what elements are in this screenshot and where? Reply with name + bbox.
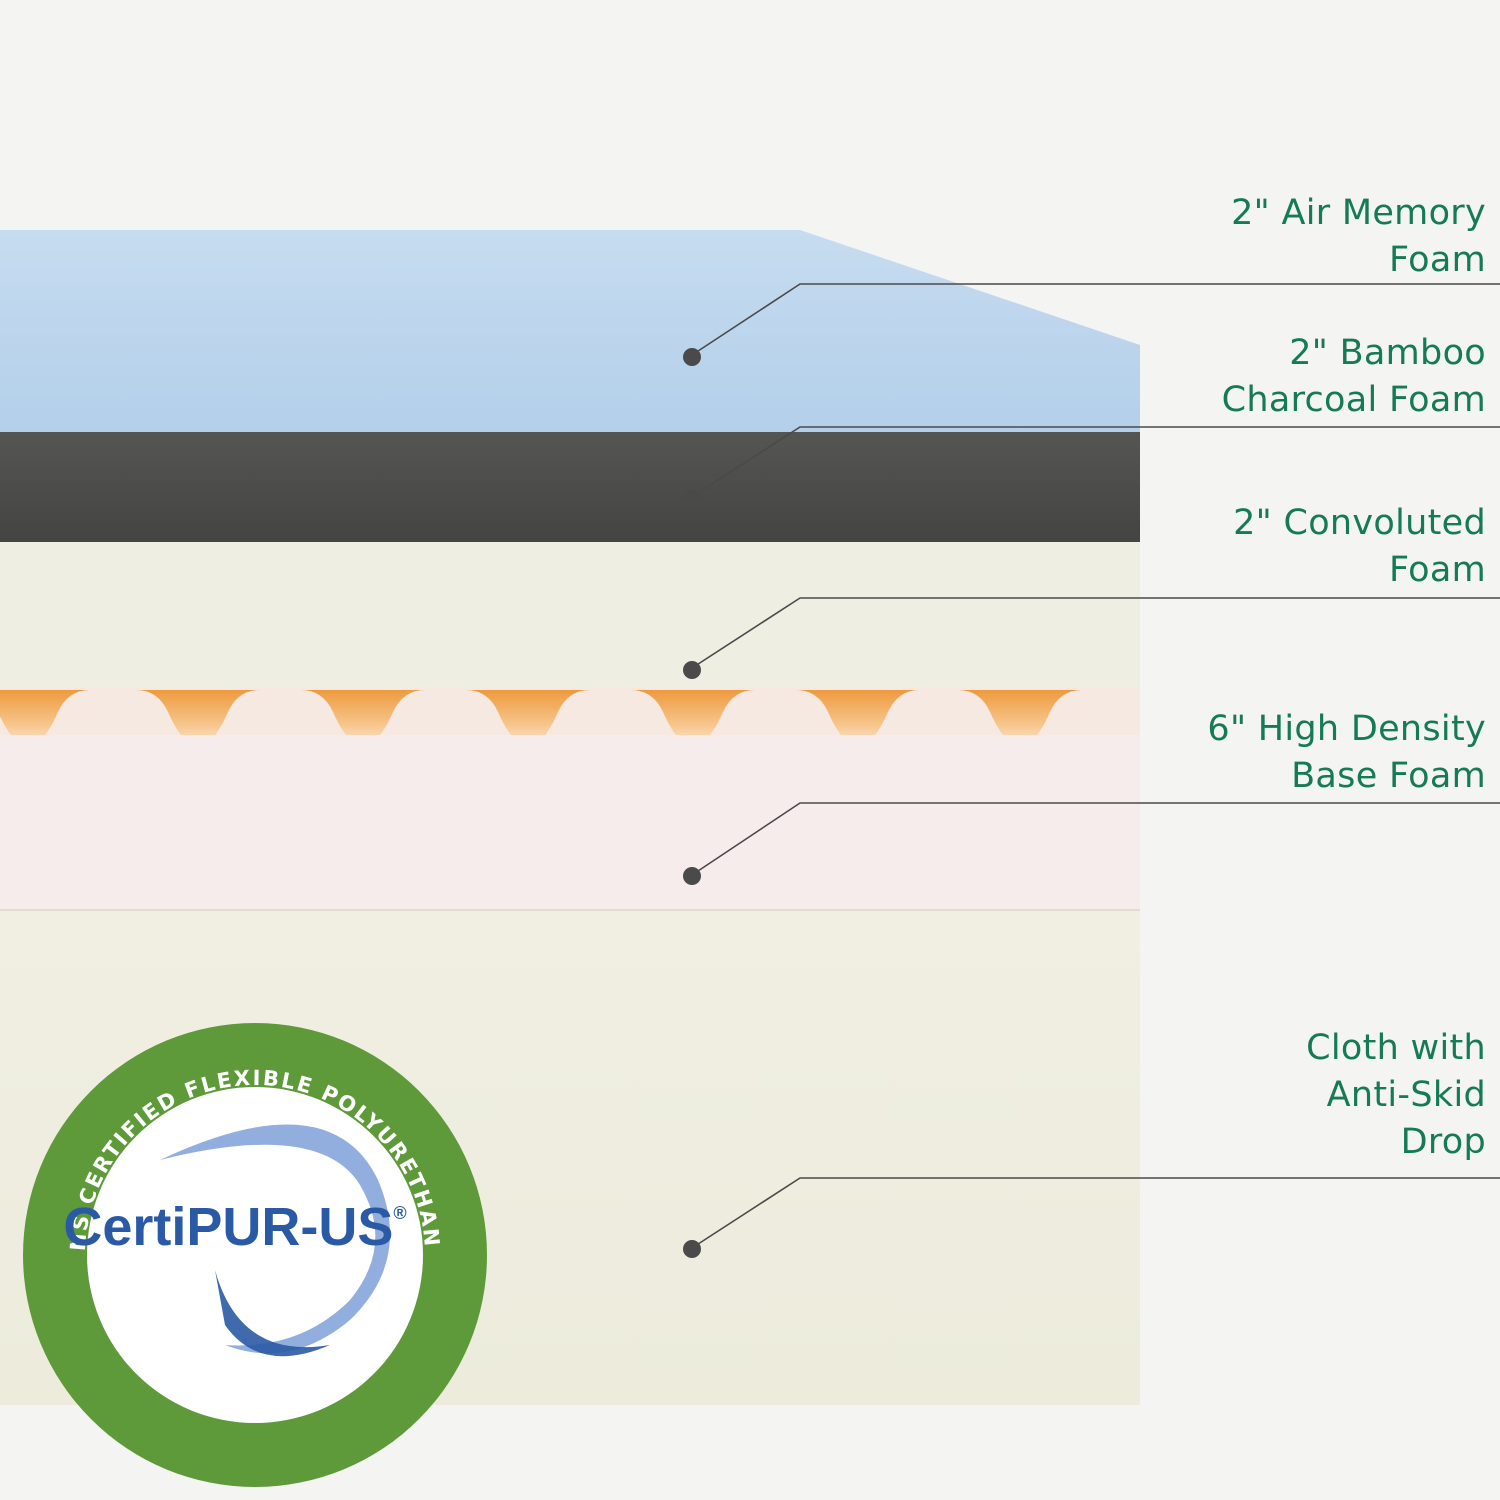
- leader-line-convoluted: [691, 597, 1500, 669]
- egg-crate-peak: [631, 690, 755, 746]
- marker-dot-cloth: [683, 1240, 701, 1258]
- leader-line-bamboo: [691, 426, 1500, 498]
- leader-line-high-density: [691, 802, 1500, 876]
- marker-dot-air: [683, 348, 701, 366]
- label-convoluted-foam: 2" Convoluted Foam: [1233, 503, 1486, 590]
- label-high-density-base-foam: 6" High Density Base Foam: [1207, 709, 1486, 796]
- air-memory-foam-layer: [0, 230, 1140, 432]
- marker-dot-high-density: [683, 867, 701, 885]
- leader-line-air: [691, 283, 1500, 356]
- certipur-us-logo: CertiPUR-US®: [63, 1197, 406, 1257]
- leader-line-cloth: [691, 1177, 1500, 1249]
- egg-crate-peaks: [0, 690, 1082, 746]
- egg-crate-peak: [796, 690, 920, 746]
- convoluted-foam-layer: [0, 542, 1140, 692]
- marker-dot-bamboo: [683, 489, 701, 507]
- egg-crate-peak: [301, 690, 425, 746]
- label-cloth-anti-skid: Cloth with Anti-Skid Drop: [1306, 1028, 1486, 1162]
- egg-crate-peak: [136, 690, 260, 746]
- marker-dot-convoluted: [683, 661, 701, 679]
- egg-crate-peak: [466, 690, 590, 746]
- egg-crate-peak: [958, 690, 1082, 746]
- bamboo-charcoal-foam-layer: [0, 432, 1140, 542]
- egg-crate-peak: [0, 690, 90, 746]
- label-air-memory-foam: 2" Air Memory Foam: [1231, 193, 1486, 280]
- high-density-base-layer: [0, 735, 1140, 910]
- label-bamboo-charcoal-foam: 2" Bamboo Charcoal Foam: [1221, 333, 1486, 420]
